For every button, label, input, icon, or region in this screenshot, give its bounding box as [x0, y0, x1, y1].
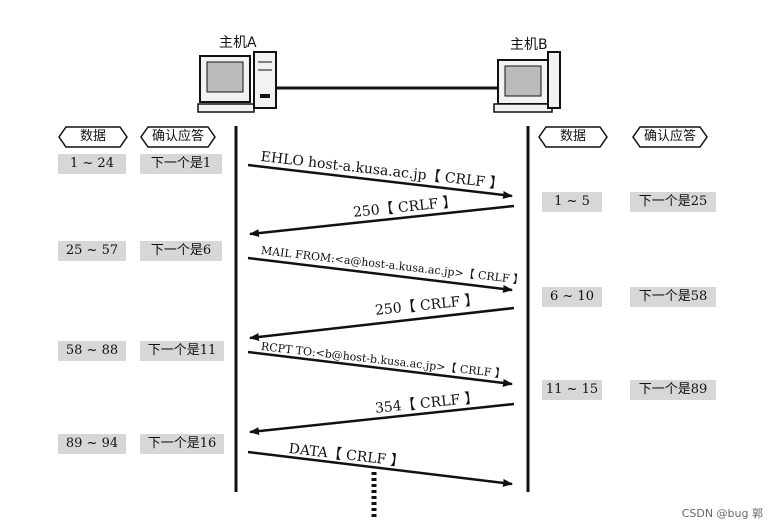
right-ack-cell: 下一个是89	[630, 380, 716, 400]
right-ack-header-label: 确认应答	[643, 129, 696, 144]
right-ack-header: 确认应答	[632, 126, 708, 148]
left-data-cell: 58 ~ 88	[58, 341, 126, 361]
right-data-header: 数据	[538, 126, 608, 148]
left-ack-cell: 下一个是1	[140, 154, 222, 174]
arrow-250-first	[249, 204, 515, 238]
left-data-cell: 1 ~ 24	[58, 154, 126, 174]
right-data-cell: 11 ~ 15	[542, 380, 602, 400]
left-data-cell: 89 ~ 94	[58, 434, 126, 454]
left-ack-cell: 下一个是6	[140, 241, 222, 261]
arrow-250-second	[249, 306, 515, 341]
arrow-mail-from	[247, 256, 513, 293]
right-ack-cell: 下一个是58	[630, 287, 716, 307]
right-data-cell: 6 ~ 10	[542, 287, 602, 307]
right-ack-cell: 下一个是25	[630, 192, 716, 212]
watermark: CSDN @bug 郭	[681, 507, 763, 520]
left-data-header: 数据	[58, 126, 128, 148]
left-data-header-label: 数据	[79, 129, 106, 144]
computer-b-icon	[493, 51, 561, 113]
left-ack-header-label: 确认应答	[151, 129, 204, 144]
arrow-rcpt-to	[247, 350, 513, 387]
arrow-354	[249, 402, 515, 436]
left-ack-cell: 下一个是11	[140, 341, 224, 361]
right-data-header-label: 数据	[559, 129, 586, 144]
left-data-cell: 25 ~ 57	[58, 241, 126, 261]
arrow-data	[247, 450, 513, 487]
left-ack-cell: 下一个是16	[140, 434, 224, 454]
computer-a-icon	[197, 51, 277, 113]
left-ack-header: 确认应答	[140, 126, 216, 148]
host-a-label: 主机A	[219, 35, 257, 51]
host-b-label: 主机B	[510, 37, 548, 53]
right-data-cell: 1 ~ 5	[542, 192, 602, 212]
arrow-ehlo	[247, 163, 513, 199]
